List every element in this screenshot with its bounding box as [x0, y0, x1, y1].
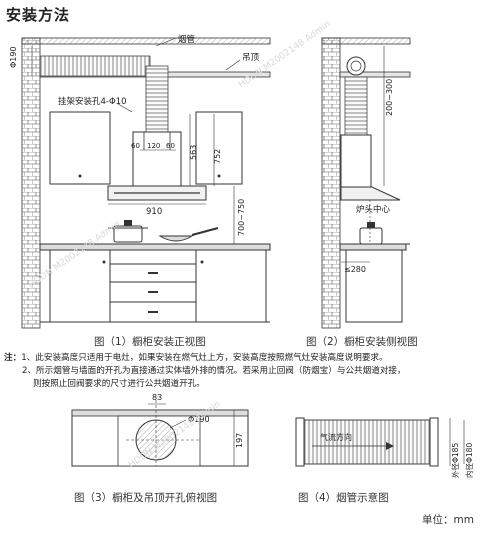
- dim-83: 83: [152, 393, 162, 402]
- unit-label: 单位：mm: [422, 514, 474, 526]
- fig4-caption: 图（4）烟管示意图: [298, 492, 389, 504]
- flue-pipe-vertical: [344, 76, 368, 136]
- flue-pipe: [301, 419, 433, 465]
- ceiling-slab: [21, 37, 271, 45]
- cabinet-knob: [78, 174, 82, 178]
- dim-752: 752: [213, 149, 222, 164]
- fig1-front-view: Φ190 烟管 吊顶 挂架安装孔4-Φ10 60 120 60 563 752 …: [9, 34, 271, 329]
- note-prefix: 注：: [4, 353, 22, 363]
- note-line-2: 2、所示烟管与墙面的开孔为直接通过实体墙外排的情况。若采用止回阀（防烟宝）与公共…: [22, 366, 406, 376]
- base-cabinets: [49, 249, 267, 323]
- flue-pipe-horizontal: [39, 55, 151, 77]
- base-cabinet: [345, 249, 403, 323]
- dim-60-left: 60: [131, 142, 140, 150]
- hood-body: [340, 186, 401, 201]
- fig3-top-view: 83 Φ190 197: [71, 393, 249, 467]
- label-airflow-direction: 气流方向: [320, 432, 352, 442]
- dim-910: 910: [146, 207, 162, 217]
- dim-200-300: 200~300: [385, 79, 394, 116]
- label-inner-diameter: 内径Φ180: [464, 443, 474, 478]
- upper-cabinet-left: [49, 111, 111, 185]
- fig4-flue-pipe: 气流方向 外径Φ185 内径Φ180: [295, 417, 474, 478]
- fig2-caption: 图（2）橱柜安装侧视图: [306, 336, 418, 348]
- note-text-1: 1、此安装高度只适用于电灶，如果安装在燃气灶上方，安装高度按照燃气灶安装高度说明…: [21, 353, 388, 363]
- pot-lid-knob: [124, 220, 132, 226]
- dim-phi190-side: Φ190: [9, 46, 18, 68]
- upper-cabinet-right: [195, 111, 243, 185]
- fig1-caption: 图（1）橱柜安装正视图: [94, 336, 206, 348]
- cabinet-knob: [217, 174, 221, 178]
- fig2-side-view: 200~300 炉头中心 ≤280: [321, 37, 411, 329]
- dim-60-right: 60: [166, 142, 175, 150]
- note-line-1: 注：1、此安装高度只适用于电灶，如果安装在燃气灶上方，安装高度按照燃气灶安装高度…: [4, 352, 388, 364]
- label-burner-center: 炉头中心: [356, 204, 391, 215]
- label-ceiling: 吊顶: [242, 53, 260, 63]
- label-flue: 烟管: [178, 34, 195, 45]
- brick-wall: [321, 37, 341, 329]
- wok: [158, 235, 194, 242]
- label-outer-diameter: 外径Φ185: [450, 443, 460, 478]
- flue-pipe-vertical: [145, 65, 169, 133]
- label-mount-hole: 挂架安装孔4-Φ10: [58, 96, 126, 107]
- hood-chimney: [340, 134, 372, 188]
- dim-700-750: 700~750: [237, 199, 246, 236]
- dim-563: 563: [189, 145, 198, 160]
- dim-197: 197: [235, 433, 244, 448]
- fig3-caption: 图（3）橱柜及吊顶开孔俯视图: [74, 492, 218, 504]
- dim-phi190: Φ190: [188, 415, 210, 424]
- pot: [359, 227, 383, 245]
- hood-chimney: [132, 131, 182, 187]
- dim-280: ≤280: [344, 265, 366, 274]
- note-line-3: 则按照止回阀要求的尺寸进行公共烟道开孔。: [33, 379, 205, 389]
- page-title: 安装方法: [6, 6, 71, 24]
- dim-120: 120: [147, 142, 160, 150]
